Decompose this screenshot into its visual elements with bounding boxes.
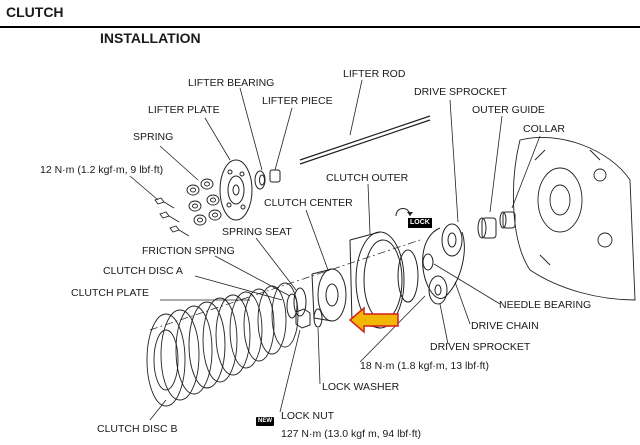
label-clutch-outer: CLUTCH OUTER (326, 172, 409, 184)
lock-mark: LOCK (408, 218, 432, 228)
label-driven-sprocket: DRIVEN SPROCKET (430, 341, 531, 353)
label-drive-sprocket: DRIVE SPROCKET (414, 86, 507, 98)
lock-washer (313, 308, 323, 328)
driven-sprocket (428, 275, 448, 305)
label-needle-bearing: NEEDLE BEARING (499, 299, 592, 311)
clutch-center (311, 268, 347, 322)
label-outer-guide: OUTER GUIDE (472, 104, 545, 116)
label-spring-seat: SPRING SEAT (222, 226, 292, 238)
page-header: CLUTCH (0, 0, 640, 28)
label-lock-nut: LOCK NUT (281, 410, 335, 422)
lifter-bearing (254, 170, 266, 190)
spring-seat (293, 287, 307, 317)
needle-bearing (422, 253, 434, 271)
label-lifter-bearing: LIFTER BEARING (188, 77, 275, 89)
label-clutch-disc-a: CLUTCH DISC A (103, 265, 183, 277)
collar (499, 211, 516, 229)
lifter-plate (219, 159, 253, 221)
drive-sprocket (441, 223, 463, 257)
section-title: INSTALLATION (100, 30, 201, 46)
leader-lines (129, 79, 541, 421)
label-spring: SPRING (133, 131, 174, 143)
lifter-rod (299, 115, 431, 165)
label-lock-washer: LOCK WASHER (322, 381, 400, 393)
outer-guide (477, 217, 497, 239)
label-clutch-disc-b: CLUTCH DISC B (97, 423, 178, 435)
lifter-piece (269, 169, 281, 183)
friction-spring (286, 293, 298, 319)
label-collar: COLLAR (523, 123, 566, 135)
clutch-pack (146, 282, 299, 407)
bolts (154, 197, 190, 237)
label-lifter-rod: LIFTER ROD (343, 68, 406, 80)
label-drive-chain: DRIVE CHAIN (471, 320, 539, 332)
label-lock-nut-torque: 127 N·m (13.0 kgf m, 94 lbf·ft) (281, 428, 422, 440)
label-lifter-plate: LIFTER PLATE (148, 104, 220, 116)
label-clutch-plate: CLUTCH PLATE (71, 287, 149, 299)
new-part-mark: NEW (256, 417, 274, 426)
engine-case (512, 136, 636, 301)
label-clutch-center: CLUTCH CENTER (264, 197, 353, 209)
drive-chain (422, 227, 465, 299)
springs-cluster (186, 178, 222, 226)
label-lifter-piece: LIFTER PIECE (262, 95, 333, 107)
highlight-arrow (348, 306, 399, 334)
clutch-outer (349, 231, 419, 329)
label-friction-spring: FRICTION SPRING (142, 245, 235, 257)
label-bolt-torque: 12 N·m (1.2 kgf·m, 9 lbf·ft) (40, 164, 164, 176)
lock-nut (295, 308, 311, 329)
label-sprocket-torque: 18 N·m (1.8 kgf·m, 13 lbf·ft) (360, 360, 489, 372)
page-title: CLUTCH (6, 4, 64, 20)
